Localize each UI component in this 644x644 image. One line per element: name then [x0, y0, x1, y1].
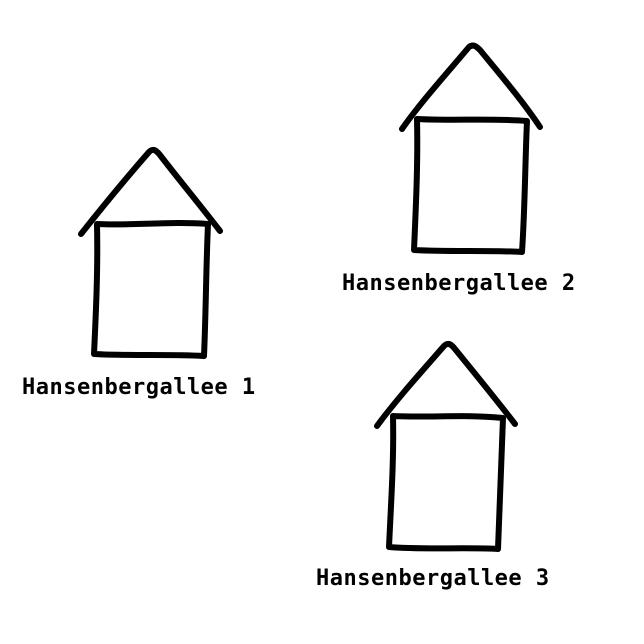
house-1-roof — [78, 146, 223, 237]
house-3-body — [386, 413, 506, 552]
house-2-label: Hansenbergallee 2 — [342, 271, 576, 296]
house-2-roof — [399, 42, 543, 132]
house-2-body — [411, 116, 530, 255]
house-3-icon — [374, 340, 518, 552]
house-1-body — [91, 220, 211, 359]
house-1-label: Hansenbergallee 1 — [22, 375, 256, 400]
house-2-icon — [399, 42, 543, 255]
house-1-icon — [78, 146, 223, 359]
house-3-label: Hansenbergallee 3 — [316, 566, 550, 591]
house-3-roof — [374, 340, 518, 429]
